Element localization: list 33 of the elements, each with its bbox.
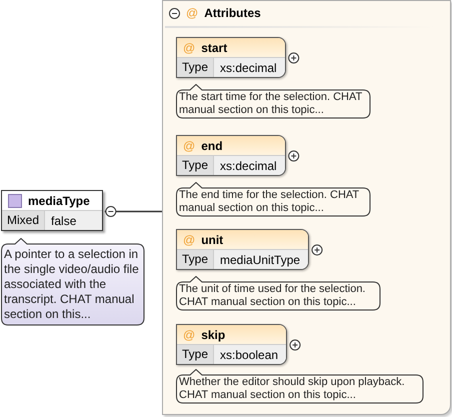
- element-box: [1, 190, 103, 231]
- property-value: false: [50, 214, 78, 228]
- property-value: xs:decimal: [219, 60, 278, 74]
- attribute-box: [176, 37, 286, 78]
- attribute-name: unit: [201, 232, 224, 246]
- property-label: Mixed: [2, 211, 46, 230]
- attribute-name: end: [201, 138, 223, 152]
- attribute-symbol: @: [183, 40, 196, 54]
- annotation-callout: The end time for the selection. CHAT manual section on this topic...: [176, 182, 371, 217]
- panel-title: Attributes: [204, 6, 261, 20]
- property-label: Type: [177, 58, 214, 77]
- attribute-name: skip: [201, 328, 226, 342]
- attribute-box: [176, 135, 286, 176]
- annotation-callout: The start time for the selection. CHAT manual section on this topic...: [176, 84, 371, 119]
- annotation-callout: The unit of time used for the selection. CHAT manual section on this topic...: [176, 276, 381, 311]
- connector-line: [104, 206, 162, 217]
- annotation-callout: Whether the editor should skip upon playback. CHAT manual section on this topic...: [176, 369, 424, 404]
- property-label: Type: [177, 345, 214, 364]
- attribute-symbol: @: [183, 138, 196, 152]
- property-value: xs:boolean: [219, 348, 280, 362]
- property-label: Type: [177, 250, 214, 269]
- property-label: Type: [177, 156, 214, 175]
- attribute-box: [176, 324, 288, 365]
- attribute-symbol: @: [183, 232, 196, 246]
- property-value: xs:decimal: [219, 158, 278, 172]
- element-name: mediaType: [28, 194, 91, 208]
- attribute-name: start: [201, 40, 228, 54]
- property-value: mediaUnitType: [219, 252, 302, 266]
- attribute-symbol: @: [186, 6, 198, 20]
- attribute-symbol: @: [183, 328, 196, 342]
- annotation-callout: A pointer to a selection in the single video/audio file associated with the transcript. CHAT manual section on this...: [1, 238, 145, 326]
- attribute-box: [176, 229, 310, 270]
- attributes-panel: [162, 0, 451, 415]
